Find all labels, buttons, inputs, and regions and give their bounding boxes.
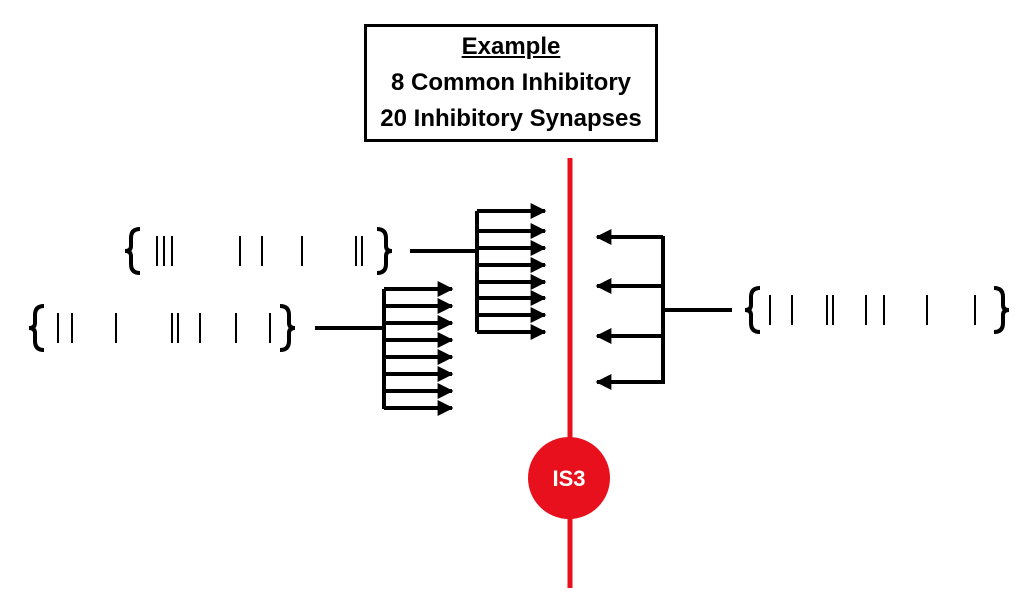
fanout-upper-left xyxy=(410,203,547,340)
spike-train-lower-left xyxy=(28,304,296,352)
neuron-label: IS3 xyxy=(552,466,585,491)
title-box: Example 8 Common Inhibitory 20 Inhibitor… xyxy=(364,24,658,142)
spike-train-upper-left xyxy=(124,227,393,275)
neuron-body xyxy=(528,437,610,519)
spike-train-right xyxy=(744,286,1010,334)
title-line-common: 8 Common Inhibitory xyxy=(391,69,631,96)
neuron-is3: IS3 xyxy=(528,437,610,519)
title-line-synapses: 20 Inhibitory Synapses xyxy=(380,105,642,132)
fanout-right xyxy=(595,229,732,390)
title-heading: Example xyxy=(461,33,561,60)
fanout-lower-left xyxy=(315,281,454,416)
